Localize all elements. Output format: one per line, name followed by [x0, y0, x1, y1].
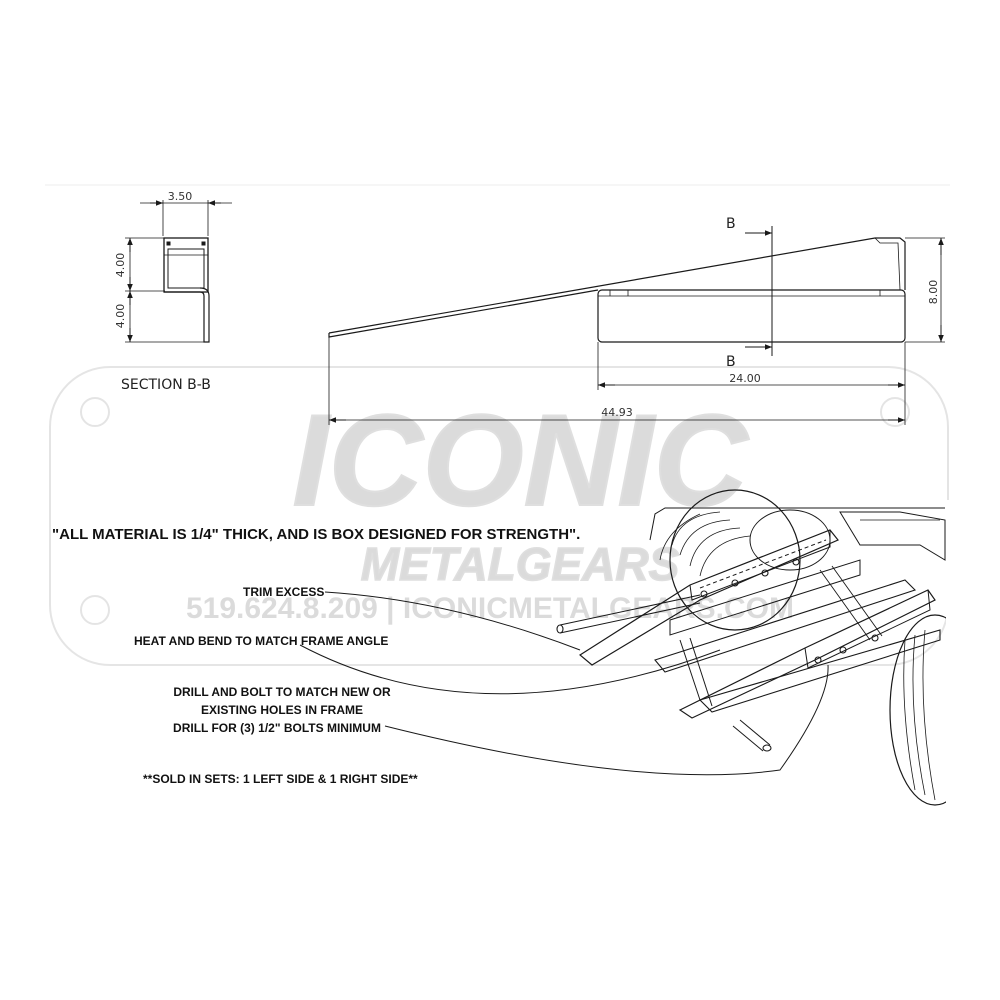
width-dim-label: 3.50	[168, 190, 193, 203]
upper-height-dim-label: 4.00	[114, 253, 127, 278]
watermark-dot	[80, 595, 110, 625]
section-marker-bottom: B	[726, 354, 736, 370]
heat-bend-leader	[299, 644, 721, 695]
frame-rail-right	[698, 629, 941, 713]
watermark-dot	[880, 397, 910, 427]
watermark-contact: 519.624.8.209 | ICONICMETALGEARS.COM	[186, 592, 794, 625]
illustration-clip	[946, 500, 1000, 820]
drill-note-line2: EXISTING HOLES IN FRAME	[201, 703, 363, 717]
heat-bend-note: HEAT AND BEND TO MATCH FRAME ANGLE	[134, 634, 388, 648]
tire-bottom	[889, 614, 981, 806]
leader-lines	[299, 591, 829, 776]
trim-note: TRIM EXCESS	[243, 585, 324, 599]
lower-height-dim-label: 4.00	[114, 304, 127, 329]
drill-note-line1: DRILL AND BOLT TO MATCH NEW OR	[173, 685, 391, 699]
watermark-brand: ICONIC	[293, 387, 750, 533]
box-section	[163, 237, 209, 293]
material-note: "ALL MATERIAL IS 1/4" THICK, AND IS BOX …	[52, 526, 580, 543]
trim-leader	[324, 591, 581, 651]
box-length-dim-label: 24.00	[729, 372, 761, 385]
watermark-dot	[80, 397, 110, 427]
drill-note-line3: DRILL FOR (3) 1/2" BOLTS MINIMUM	[173, 721, 381, 735]
box-part	[597, 289, 906, 343]
installation-illustration	[556, 489, 981, 806]
drill-leader	[384, 664, 829, 776]
section-label: SECTION B-B	[121, 377, 211, 393]
section-view	[125, 200, 232, 343]
section-marker-top: B	[726, 216, 736, 232]
sold-note: **SOLD IN SETS: 1 LEFT SIDE & 1 RIGHT SI…	[143, 772, 418, 786]
overall-length-dim-label: 44.93	[601, 406, 633, 419]
height-dim-label: 8.00	[927, 280, 940, 305]
ramp-top-edge	[328, 237, 906, 334]
frame-rail-left	[654, 579, 917, 673]
side-view	[328, 226, 945, 425]
watermark: ICONIC METALGEARS 519.624.8.209 | ICONIC…	[49, 366, 949, 666]
flange-plate	[164, 287, 210, 343]
watermark-sub: METALGEARS	[361, 538, 680, 590]
